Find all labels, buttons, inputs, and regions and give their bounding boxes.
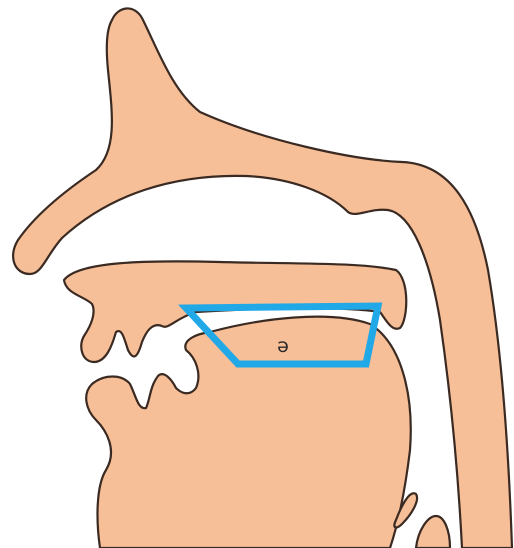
vowel-symbol-schwa: ə (277, 335, 289, 357)
larynx-lump (416, 516, 450, 548)
